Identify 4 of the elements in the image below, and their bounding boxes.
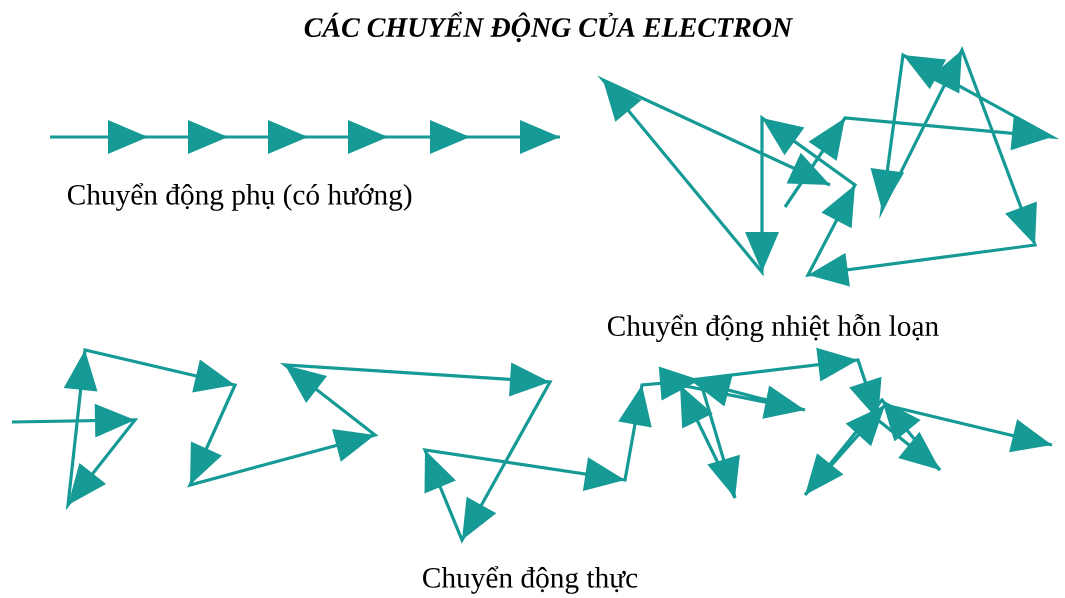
caption: Chuyển động thực <box>423 566 638 594</box>
caption: Chuyển động phụ (có hướng) <box>67 183 412 211</box>
title: CÁC CHUYỂN ĐỘNG CỦA ELECTRON <box>304 11 794 43</box>
caption: Chuyển động nhiệt hỗn loạn <box>607 313 939 343</box>
